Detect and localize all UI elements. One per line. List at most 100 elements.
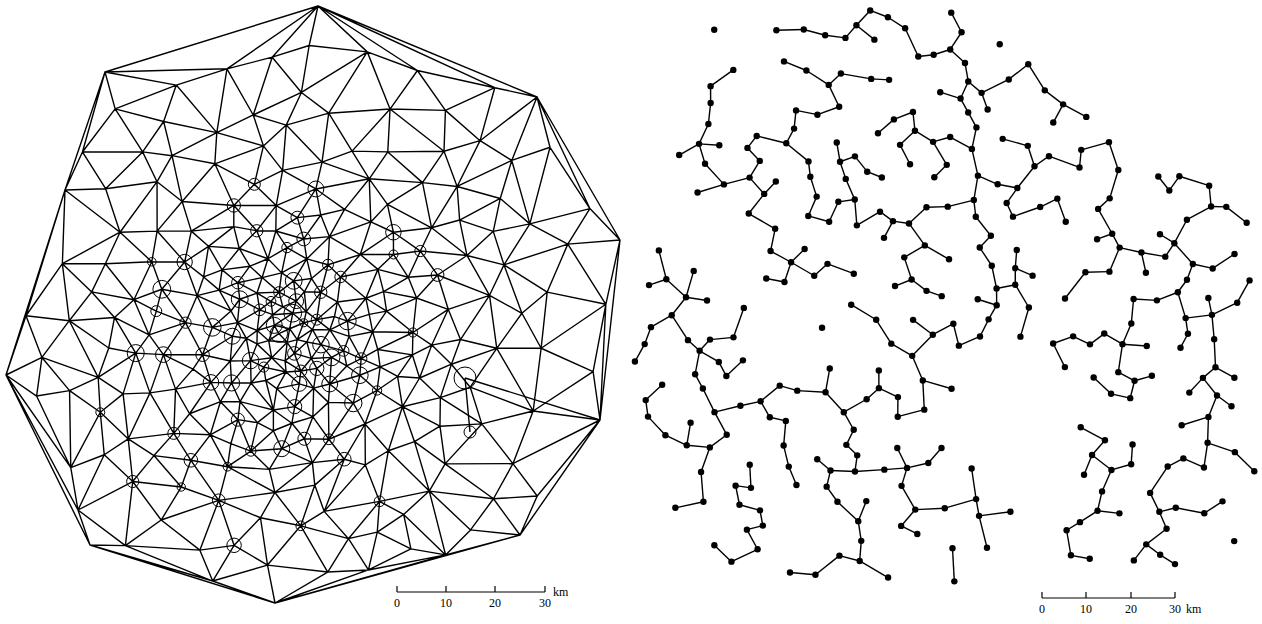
settlement-dot	[781, 279, 787, 285]
tree-link	[1094, 377, 1111, 393]
settlement-dot	[1209, 265, 1215, 271]
center-circle	[355, 353, 366, 364]
center-circle	[246, 446, 256, 456]
tree-link	[905, 28, 918, 56]
settlement-dot	[951, 578, 957, 584]
tree-link	[909, 207, 926, 223]
tree-link	[733, 308, 743, 337]
tree-link	[1216, 367, 1235, 377]
tree-link	[926, 206, 947, 208]
settlement-dot	[1087, 556, 1093, 562]
center-circle	[389, 250, 398, 259]
settlement-dot	[931, 174, 937, 180]
settlement-dot	[659, 381, 665, 387]
settlement-dot	[823, 483, 829, 489]
settlement-dot	[863, 396, 869, 402]
settlement-dot	[1176, 173, 1182, 179]
settlement-dot	[716, 142, 722, 148]
tree-link	[804, 29, 825, 35]
settlement-dot	[937, 89, 943, 95]
settlement-dot	[721, 181, 727, 187]
tree-link	[897, 448, 907, 468]
tree-link	[952, 548, 954, 581]
tree-link	[1204, 501, 1222, 513]
settlement-dot	[1171, 240, 1177, 246]
settlement-dot	[813, 193, 819, 199]
settlement-dot	[834, 139, 840, 145]
settlement-dot	[1109, 231, 1115, 237]
center-circle	[408, 328, 417, 337]
settlement-dot	[1243, 220, 1249, 226]
center-circle	[96, 408, 105, 417]
tree-link	[972, 127, 977, 149]
settlement-dot	[897, 142, 903, 148]
settlement-dot	[705, 121, 711, 127]
tree-link	[1174, 220, 1187, 243]
center-circle	[297, 232, 311, 246]
settlement-dot	[984, 106, 990, 112]
tree-link	[829, 85, 839, 107]
settlement-dot	[876, 367, 882, 373]
center-circle	[196, 348, 210, 362]
settlement-dot	[1042, 87, 1048, 93]
settlement-dot	[921, 406, 927, 412]
settlement-dot	[676, 152, 682, 158]
settlement-dot	[947, 46, 953, 52]
center-circle	[323, 349, 340, 366]
settlement-dot	[801, 246, 807, 252]
settlement-dot	[1232, 449, 1238, 455]
settlement-dot	[854, 452, 860, 458]
tree-link	[972, 149, 978, 176]
center-circle	[153, 280, 171, 298]
settlement-dot	[1208, 203, 1214, 209]
settlement-dot	[1180, 455, 1186, 461]
tree-link	[1183, 458, 1204, 467]
center-circle	[223, 462, 232, 471]
settlement-dot	[1000, 136, 1006, 142]
settlement-dot	[863, 498, 869, 504]
settlement-dot	[1101, 330, 1107, 336]
settlement-dot	[827, 467, 833, 473]
tree-link	[1204, 443, 1208, 468]
tree-link	[672, 315, 688, 340]
tree-link	[1150, 467, 1168, 493]
tree-link	[846, 179, 855, 200]
tree-link	[1057, 199, 1065, 222]
settlement-dot	[1214, 392, 1220, 398]
tree-link	[1098, 511, 1120, 514]
tree-link	[976, 217, 991, 236]
tree-link	[857, 212, 880, 226]
center-circle	[266, 296, 276, 306]
settlement-dot	[852, 153, 858, 159]
settlement-dot	[1190, 261, 1196, 267]
settlement-dot	[826, 82, 832, 88]
settlement-dot	[975, 296, 981, 302]
tree-link	[901, 510, 915, 526]
center-circle	[180, 317, 191, 328]
settlement-dot	[781, 58, 787, 64]
settlement-dot	[736, 502, 742, 508]
tree-link	[1182, 417, 1209, 425]
settlement-dot	[994, 181, 1000, 187]
settlement-dot	[1060, 101, 1066, 107]
tree-link	[841, 74, 871, 79]
settlement-dot	[985, 316, 991, 322]
tree-link	[1157, 292, 1178, 300]
tree-link	[979, 512, 1010, 516]
center-circle	[274, 287, 285, 298]
tree-link	[1049, 156, 1080, 167]
settlement-dot	[852, 196, 858, 202]
tree-link	[1208, 395, 1217, 416]
tree-link	[844, 399, 867, 412]
settlement-dot	[1184, 217, 1190, 223]
settlement-dot	[643, 397, 649, 403]
scale-label: 30	[1169, 603, 1181, 615]
settlement-dot	[958, 29, 964, 35]
settlement-dot	[923, 288, 929, 294]
settlement-dot	[1186, 389, 1192, 395]
tree-link	[982, 79, 1009, 92]
settlement-dot	[989, 263, 995, 269]
settlement-dot	[993, 302, 999, 308]
settlement-dot	[876, 385, 882, 391]
scale-bar	[1042, 592, 1175, 598]
